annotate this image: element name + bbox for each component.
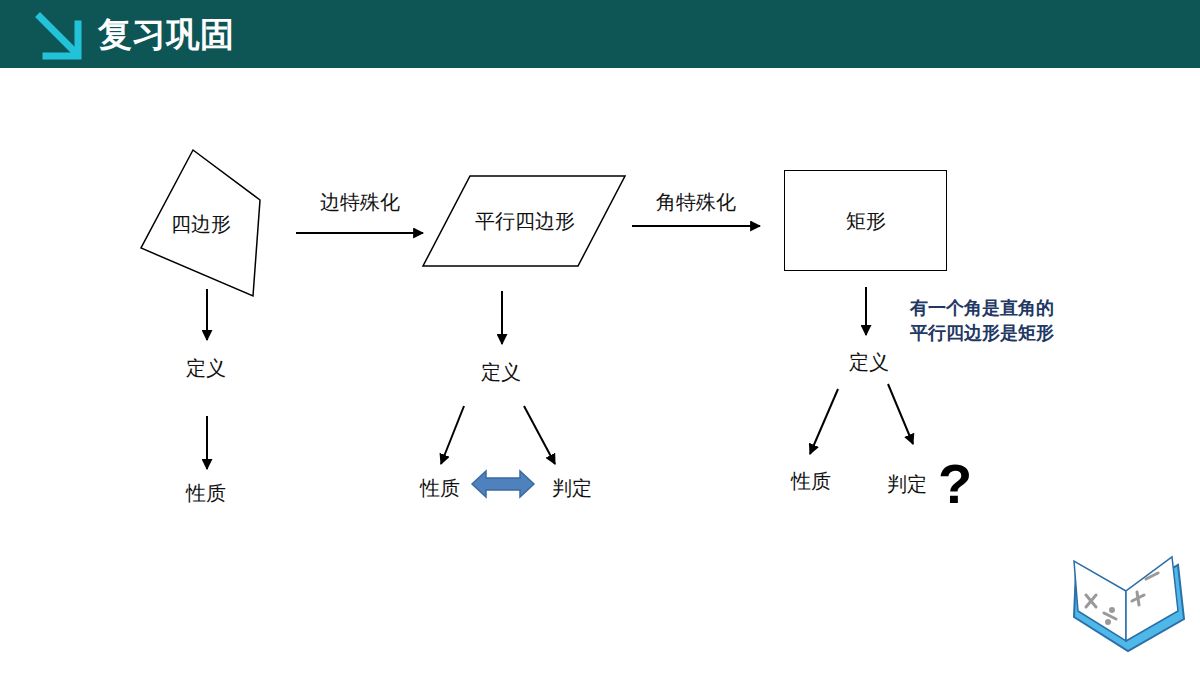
icon-arrow-head <box>46 24 78 56</box>
arrow-connector <box>501 291 503 344</box>
edge-label: 边特殊化 <box>317 190 403 214</box>
text-node: 判定 <box>548 474 596 502</box>
double-arrow <box>472 471 534 497</box>
math-symbols <box>1086 573 1158 624</box>
rectangle-shape: 矩形 <box>784 170 947 271</box>
node-label: 判定 <box>887 472 927 496</box>
node-outline-shape <box>423 176 625 266</box>
node-label: 平行四边形 <box>475 209 575 233</box>
divide-symbol <box>1104 613 1116 619</box>
icon-arrow-shaft <box>40 17 74 51</box>
divide-dot <box>1107 621 1110 624</box>
book-right-page <box>1126 557 1178 641</box>
book-icon <box>1074 557 1184 651</box>
text-node: 判定 <box>883 470 931 498</box>
node-label: 性质 <box>420 476 460 500</box>
book-left-page <box>1074 561 1126 641</box>
arrow-connector <box>524 406 555 464</box>
arrow-connector <box>206 416 208 469</box>
arrow-connector <box>632 225 760 227</box>
slide-title: 复习巩固 <box>98 12 234 56</box>
text-node: 定义 <box>182 354 230 382</box>
arrow-connector <box>810 389 838 454</box>
text-node: 定义 <box>477 358 525 386</box>
text-node: 性质 <box>787 467 835 495</box>
edge-label: 角特殊化 <box>653 190 739 214</box>
times-symbol <box>1086 595 1096 607</box>
arrow-connector <box>296 232 423 234</box>
node-label: 判定 <box>552 476 592 500</box>
arrow-connector <box>865 287 867 335</box>
arrow-connector <box>441 406 464 464</box>
arrow-connector <box>206 289 208 340</box>
minus-symbol <box>1146 573 1158 579</box>
node-outline-shape <box>141 150 260 296</box>
node-label: 定义 <box>186 356 226 380</box>
definition-note: 有一个角是直角的 平行四边形是矩形 <box>910 296 1100 346</box>
node-label: 性质 <box>186 481 226 505</box>
plus-symbol <box>1137 592 1139 605</box>
node-label: 四边形 <box>171 212 231 236</box>
text-node: 性质 <box>182 479 230 507</box>
times-symbol <box>1086 595 1096 607</box>
node-label: 性质 <box>791 469 831 493</box>
divide-dot <box>1111 609 1114 612</box>
node-label: 矩形 <box>846 209 886 233</box>
quadrilateral-shape: 四边形 <box>141 150 261 297</box>
text-node: 性质 <box>416 474 464 502</box>
node-label: 定义 <box>849 350 889 374</box>
title-icon <box>40 17 78 56</box>
node-label: 定义 <box>481 360 521 384</box>
arrow-connector <box>888 384 913 444</box>
parallelogram-shape: 平行四边形 <box>423 175 626 267</box>
text-node: 定义 <box>845 348 893 376</box>
question-mark: ? <box>938 452 972 516</box>
